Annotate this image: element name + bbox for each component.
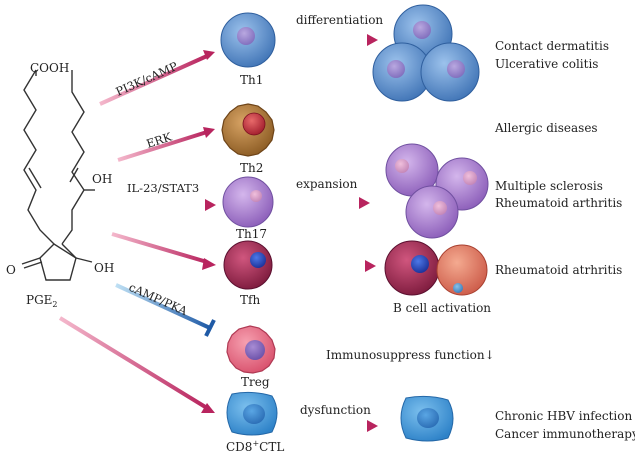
pathway-th17-label: IL-23/STAT3 xyxy=(127,181,199,195)
th2-cell xyxy=(221,103,275,157)
th17-cluster xyxy=(385,143,489,239)
arrow-to-tfh xyxy=(111,232,216,270)
immunosuppress-label: Immunosuppress function↓ xyxy=(326,348,495,362)
tfh-label: Tfh xyxy=(240,293,260,307)
th1-cluster xyxy=(372,4,480,102)
pathway-th1-label: PI3K/cAMP xyxy=(114,59,181,99)
cd8-dysfunctional-cell xyxy=(400,395,454,442)
oh-chain-label: OH xyxy=(92,172,112,186)
disease-rheumatoid-arthritis: Rheumatoid arthritis xyxy=(495,196,622,210)
disease-allergic: Allergic diseases xyxy=(494,121,598,135)
arrow-differentiation xyxy=(292,34,378,46)
th17-cell xyxy=(222,176,274,228)
disease-multiple-sclerosis: Multiple sclerosis xyxy=(495,179,603,193)
disease-contact-dermatitis: Contact dermatitis xyxy=(495,39,609,53)
arrow-to-cd8 xyxy=(58,316,215,413)
cd8-label: CD8+CTL xyxy=(226,439,284,454)
disease-rheumatoid-atrhritis: Rheumatoid atrhritis xyxy=(495,263,622,277)
arrow-expansion xyxy=(292,197,370,209)
differentiation-label: differentiation xyxy=(296,13,383,27)
inhibit-treg xyxy=(115,283,216,337)
arrow-dysfunction xyxy=(292,420,378,432)
th1-cell xyxy=(220,12,276,68)
disease-ulcerative-colitis: Ulcerative colitis xyxy=(495,57,598,71)
oh-ring-label: OH xyxy=(94,261,114,275)
treg-cell xyxy=(226,325,276,374)
bcell-activation-label: B cell activation xyxy=(393,301,491,315)
arrow-to-th17 xyxy=(120,199,216,211)
cooh-label: COOH xyxy=(30,61,69,75)
pge2-label: PGE2 xyxy=(26,293,58,309)
expansion-label: expansion xyxy=(296,177,358,191)
th1-label: Th1 xyxy=(240,73,263,87)
disease-cancer-immunotherapy: Cancer immunotherapy xyxy=(495,427,635,441)
th17-label: Th17 xyxy=(236,227,267,241)
tfh-cell xyxy=(223,240,273,290)
pge2-structure xyxy=(21,69,95,281)
pathway-treg-label: cAMP/PKA xyxy=(127,280,190,318)
arrow-to-th2 xyxy=(117,127,215,162)
arrow-dashed-bcell xyxy=(290,260,376,272)
th2-label: Th2 xyxy=(240,161,263,175)
tfh-bcell-pair xyxy=(384,240,488,296)
dysfunction-label: dysfunction xyxy=(300,403,371,417)
treg-label: Treg xyxy=(241,375,270,389)
cd8-cell xyxy=(226,391,278,436)
arrow-to-th1 xyxy=(99,50,215,106)
ketone-o-label: O xyxy=(6,263,16,277)
disease-chronic-hbv: Chronic HBV infection xyxy=(495,409,632,423)
